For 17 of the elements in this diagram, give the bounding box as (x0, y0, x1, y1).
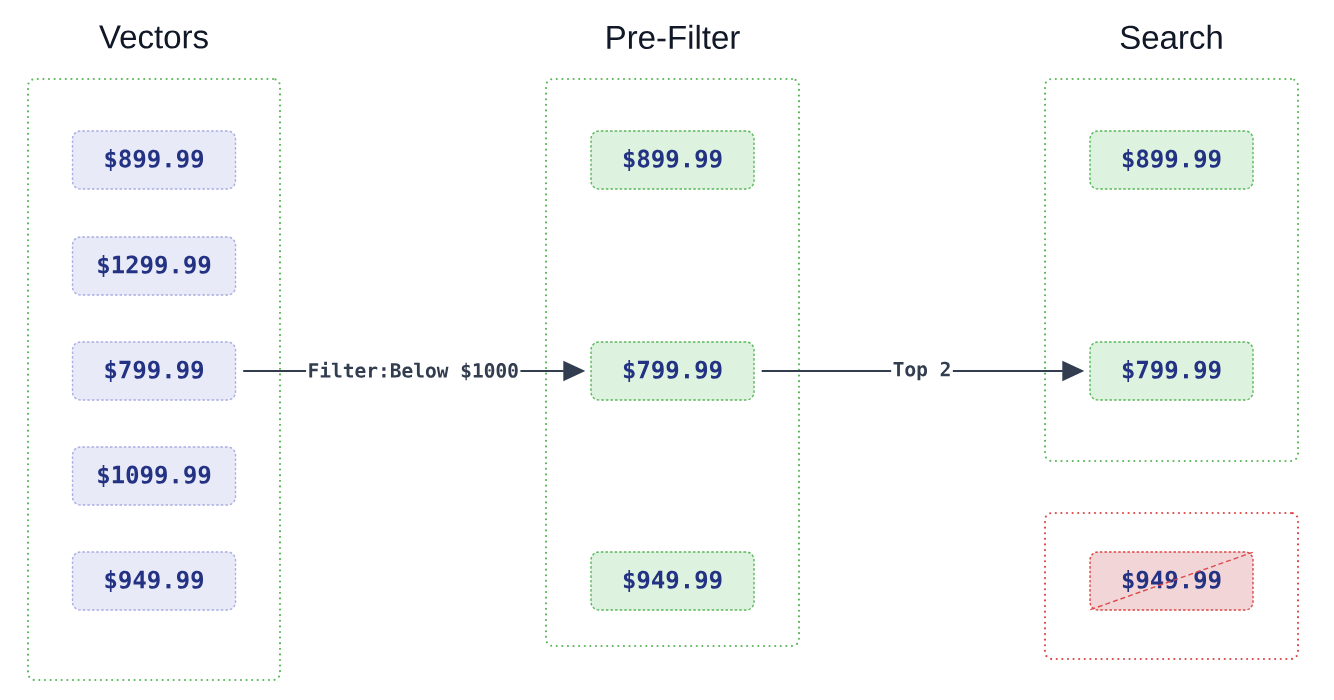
price-box: $1099.99 (71, 446, 237, 506)
price-box: $949.99 (590, 551, 755, 611)
column-heading: Vectors (99, 25, 208, 49)
column-heading: Pre-Filter (607, 24, 740, 50)
price-box: $899.99 (590, 130, 755, 190)
price-box: $899.99 (71, 130, 237, 190)
group-box (1043, 511, 1300, 661)
price-box: $1299.99 (71, 236, 237, 296)
price-box: $799.99 (71, 341, 237, 401)
price-box: $949.99 (71, 551, 237, 611)
price-box: $799.99 (590, 341, 755, 401)
price-box: $899.99 (1089, 130, 1254, 190)
column-heading: Search (1120, 24, 1222, 50)
price-box: $799.99 (1089, 341, 1254, 401)
edge-label: Top 2 (891, 360, 953, 382)
crossed-out-price-box: $949.99 (1089, 551, 1254, 611)
edge-label: Filter:Below $1000 (306, 360, 521, 382)
